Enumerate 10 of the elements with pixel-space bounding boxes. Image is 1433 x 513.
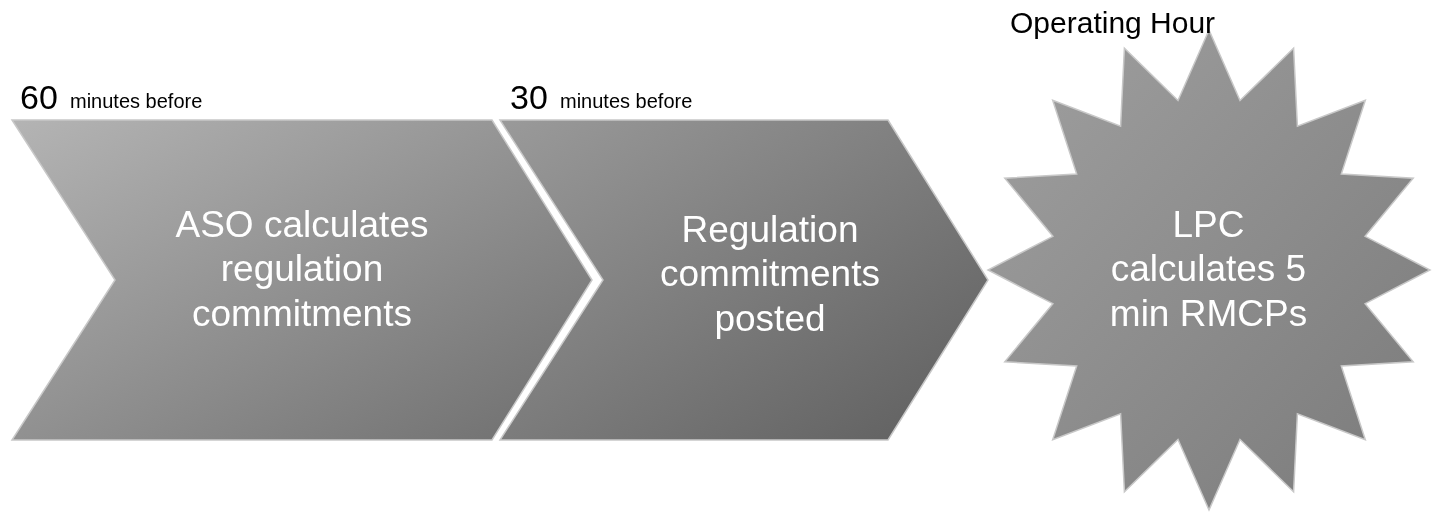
time-label: minutes before — [70, 90, 203, 113]
step-text: Regulation commitments posted — [659, 208, 881, 342]
chevron-shape — [12, 120, 592, 440]
step-text: ASO calculates regulation commitments — [174, 203, 430, 337]
time-value: 30 — [510, 78, 548, 117]
time-label: Operating Hour — [1010, 6, 1216, 40]
time-label: minutes before — [560, 90, 693, 113]
step-text: LPC calculates 5 min RMCPs — [1108, 203, 1309, 337]
time-value: 60 — [20, 78, 58, 117]
chevron-shape — [500, 120, 988, 440]
